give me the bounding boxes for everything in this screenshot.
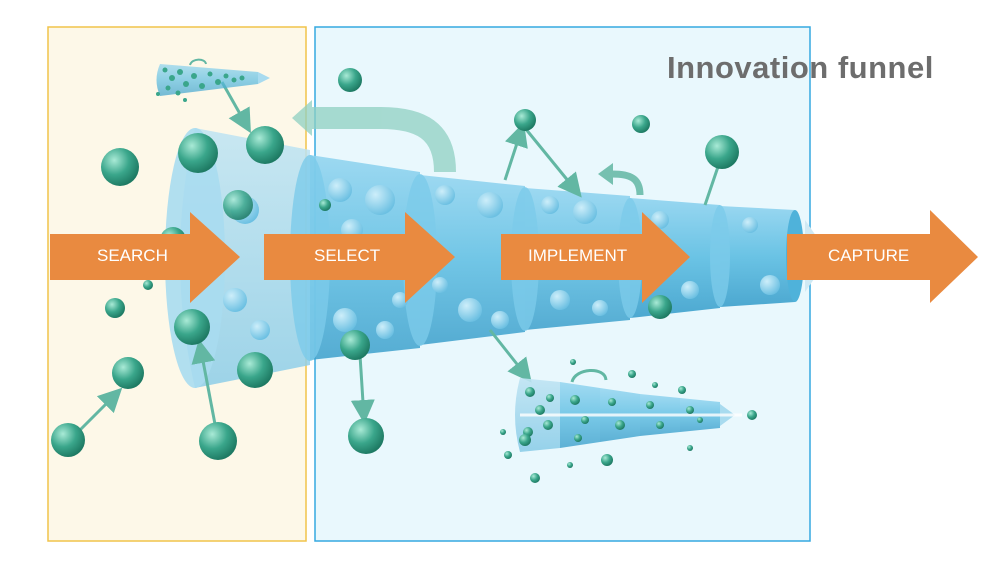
implement-arrow — [501, 212, 690, 303]
feedback-arrow-large — [292, 100, 456, 173]
capture-arrow — [787, 210, 978, 303]
mini-funnel-bottom — [500, 359, 757, 483]
stage-label-select: SELECT — [314, 246, 381, 265]
select-arrow — [264, 212, 455, 303]
feedback-arrow-small — [598, 163, 644, 196]
stage-arrows — [50, 210, 978, 303]
stage-label-implement: IMPLEMENT — [528, 246, 628, 265]
diagram-title: Innovation funnel — [667, 50, 934, 85]
stage-label-capture: CAPTURE — [828, 246, 910, 265]
mini-funnel-top — [156, 58, 270, 102]
stage-label-search: SEARCH — [97, 246, 168, 265]
search-arrow — [50, 212, 240, 303]
idea-bubbles — [51, 68, 739, 460]
